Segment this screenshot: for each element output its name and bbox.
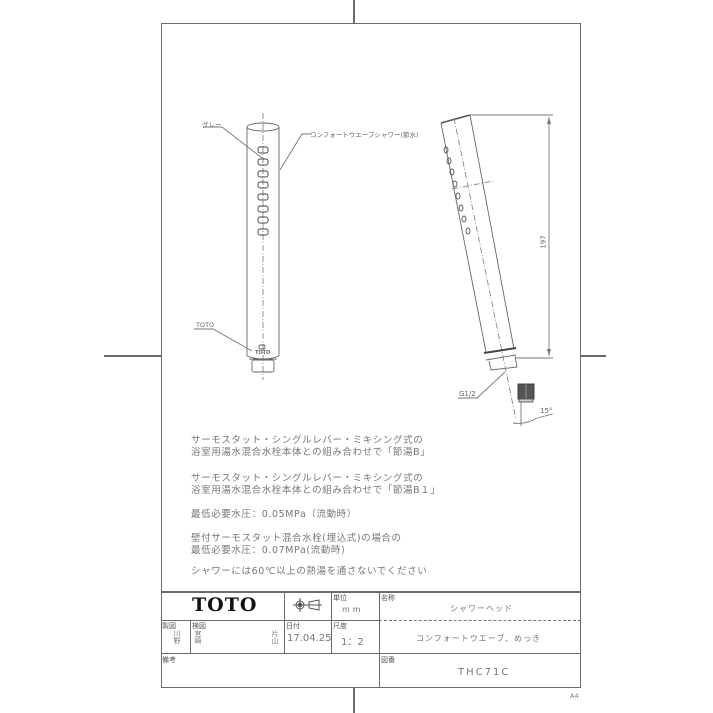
checked-by-1: 宮崎 <box>194 630 202 644</box>
drawing-no-header: 図番 <box>381 656 395 664</box>
center-mark-bottom <box>353 688 355 713</box>
note-hot-water-warning: シャワーには60℃以上の熱湯を通さないでください <box>191 566 428 577</box>
unit-header: 単位 <box>333 594 347 602</box>
note-1: サーモスタット・シングルレバー・ミキシング式の 浴室用湯水混合水栓本体との組み合… <box>191 435 431 458</box>
center-mark-right <box>581 355 606 357</box>
remarks-header: 備考 <box>162 656 176 664</box>
logo-on-product: TOTO <box>255 350 271 356</box>
drafted-by: 川野 <box>173 630 181 644</box>
center-mark-top <box>353 0 355 23</box>
name-value: シャワーヘッド <box>450 604 513 613</box>
center-mark-left <box>104 355 161 357</box>
unit-value: mm <box>342 605 364 614</box>
drawing-frame <box>161 23 581 688</box>
note-2: サーモスタット・シングルレバー・ミキシング式の 浴室用湯水混合水栓本体との組み合… <box>191 473 441 496</box>
scale-header: 尺度 <box>333 622 347 630</box>
drawing-no-value: THC71C <box>458 667 511 678</box>
description-value: コンフォートウエーブ、めっき <box>416 634 542 643</box>
front-view-shower-head <box>194 113 312 380</box>
angle-label: 15° <box>540 407 553 415</box>
note-wall-thermostat: 壁付サーモスタット混合水栓(埋込式)の場合の 最低必要水圧：0.07MPa(流動… <box>191 533 402 556</box>
third-angle-projection-icon <box>293 598 322 612</box>
dimension-length: 197 <box>539 235 548 249</box>
label-logo: TOTO <box>196 321 215 329</box>
scale-value: 1：2 <box>341 637 364 648</box>
sheet-size: A4 <box>570 692 579 700</box>
checked-header: 検図 <box>192 622 206 630</box>
checked-by-2: 片山 <box>271 630 279 644</box>
drafted-header: 製図 <box>162 622 176 630</box>
label-gray-part: グレー <box>202 121 222 129</box>
date-header: 日付 <box>286 622 300 630</box>
brand-logo: TOTO <box>192 594 258 616</box>
side-view-shower-head <box>440 114 554 426</box>
name-header: 名称 <box>381 594 395 602</box>
date-value: 17.04.25 <box>287 633 332 644</box>
thread-label: G1/2 <box>459 390 476 398</box>
note-min-pressure: 最低必要水圧：0.05MPa（流動時） <box>191 509 357 520</box>
label-product-name: コンフォートウエーブシャワー(節水) <box>310 131 419 139</box>
